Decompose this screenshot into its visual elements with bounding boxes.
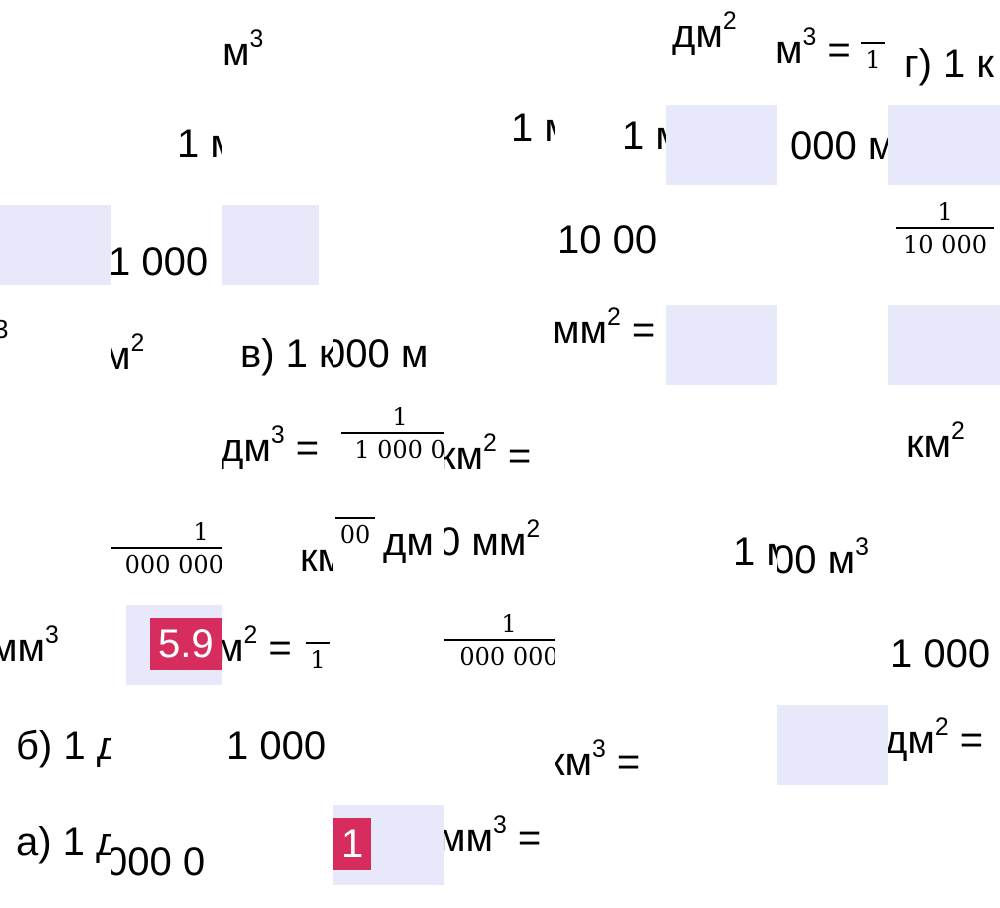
tile-r0-c8: г) 1 к bbox=[888, 0, 1000, 100]
tile-r5-c3: 00 дм bbox=[333, 500, 444, 600]
unit-fragment: м3 bbox=[222, 26, 264, 74]
unit-fragment: 1 м bbox=[511, 106, 555, 150]
unit-fragment: км3 = bbox=[555, 736, 641, 784]
tile-r5-c4: 0 мм2 bbox=[444, 500, 555, 600]
tile-r4-c8: км2 bbox=[888, 400, 1000, 500]
tile-r3-c1: м2 bbox=[111, 300, 222, 400]
tile-r2-c1: 1 000 bbox=[111, 200, 222, 300]
unit-fragment: г) 1 к bbox=[904, 42, 994, 86]
answer-badge[interactable]: 5.9 bbox=[150, 618, 222, 670]
tile-r7-c0: б) 1 д bbox=[0, 700, 111, 800]
unit-fragment: м2 bbox=[111, 330, 145, 378]
unit-fragment: дм3 = bbox=[222, 422, 320, 470]
tile-r1-c7: 000 м bbox=[777, 100, 888, 200]
unit-fragment: а) 1 д bbox=[16, 820, 111, 864]
answer-slot[interactable] bbox=[0, 205, 111, 285]
unit-fragment: км bbox=[300, 536, 333, 580]
unit-fragment: м2 = bbox=[222, 622, 292, 670]
unit-fragment: 1 м bbox=[622, 114, 666, 158]
unit-fragment: км2 bbox=[906, 418, 965, 466]
tile-r3-c3: 000 м bbox=[333, 300, 444, 400]
unit-fragment: 1 000 bbox=[111, 240, 209, 284]
unit-fragment: 0 мм2 bbox=[444, 516, 541, 564]
tile-r0-c6: дм2 bbox=[666, 0, 777, 100]
tile-r8-c1: 000 0 bbox=[111, 800, 222, 908]
unit-fragment: м3 = bbox=[777, 24, 851, 72]
tile-r4-c2: дм3 = bbox=[222, 400, 333, 500]
tile-r3-c5: мм2 = bbox=[555, 290, 666, 400]
tile-r6-c2: м2 = 1 bbox=[222, 600, 333, 700]
unit-fragment: 1 м bbox=[177, 122, 222, 166]
tile-r1-c4-edge: 1 м bbox=[444, 100, 555, 200]
fraction: 1 bbox=[306, 642, 330, 672]
tile-r0-c2: м3 bbox=[222, 0, 333, 100]
tile-r0-c7: м3 = 1 bbox=[777, 0, 888, 100]
answer-slot[interactable] bbox=[666, 305, 777, 385]
tile-r1-c1: 1 м bbox=[111, 100, 222, 200]
unit-fragment: дм2 bbox=[672, 8, 737, 56]
answer-slot[interactable] bbox=[222, 205, 319, 285]
fraction: 1 bbox=[861, 42, 885, 72]
unit-fragment: 00 м3 bbox=[777, 534, 869, 582]
unit-fragment: дм2 = bbox=[888, 714, 984, 762]
tile-r3-c2: в) 1 к bbox=[222, 300, 333, 400]
unit-fragment: 000 м bbox=[790, 124, 888, 168]
unit-fragment: 3 bbox=[0, 314, 9, 344]
answer-slot[interactable] bbox=[888, 305, 1000, 385]
tile-r7-c5: км3 = bbox=[555, 700, 666, 800]
tile-r8-c0: а) 1 д bbox=[0, 800, 111, 908]
unit-fragment: мм2 = bbox=[555, 304, 656, 352]
answer-slot[interactable] bbox=[888, 105, 1000, 185]
tile-r5-c2: км bbox=[222, 500, 333, 600]
unit-fragment: км2 = bbox=[444, 430, 532, 478]
fraction: 00 bbox=[335, 514, 375, 547]
tile-r6-c8: 1 000 bbox=[888, 600, 1000, 700]
unit-fragment: 000 м bbox=[333, 332, 429, 376]
unit-fragment: 000 0 bbox=[111, 840, 206, 884]
tile-r2-c5: 10 00 bbox=[555, 200, 666, 300]
unit-fragment: 1 000 bbox=[890, 632, 991, 676]
tile-r6-c0: мм3 bbox=[0, 600, 111, 700]
unit-fragment: 10 00 bbox=[557, 218, 658, 262]
unit-fragment: в) 1 к bbox=[240, 332, 333, 376]
tile-r4-c4: км2 = bbox=[444, 400, 555, 500]
unit-fragment: 1 м bbox=[733, 530, 781, 574]
unit-fragment: дм bbox=[383, 520, 434, 564]
answer-slot[interactable] bbox=[777, 705, 888, 785]
tile-r5-c7: 00 м3 bbox=[777, 500, 888, 600]
tile-r7-c2: 1 000 bbox=[222, 700, 333, 800]
unit-fragment: мм3 = bbox=[444, 812, 542, 860]
unit-fragment: мм3 bbox=[0, 622, 59, 670]
tile-r7-c8: дм2 = bbox=[888, 700, 1000, 800]
answer-badge[interactable]: 1 bbox=[333, 818, 372, 870]
unit-fragment: 1 000 bbox=[226, 724, 327, 768]
tile-r3-c0: 3 bbox=[0, 300, 111, 400]
tile-r1-c5: 1 м bbox=[555, 100, 666, 200]
tile-r8-c4: мм3 = bbox=[444, 800, 555, 908]
unit-fragment: б) 1 д bbox=[16, 724, 111, 768]
tile-r5-c7-left: 1 м bbox=[721, 500, 781, 600]
answer-slot[interactable] bbox=[666, 105, 777, 185]
